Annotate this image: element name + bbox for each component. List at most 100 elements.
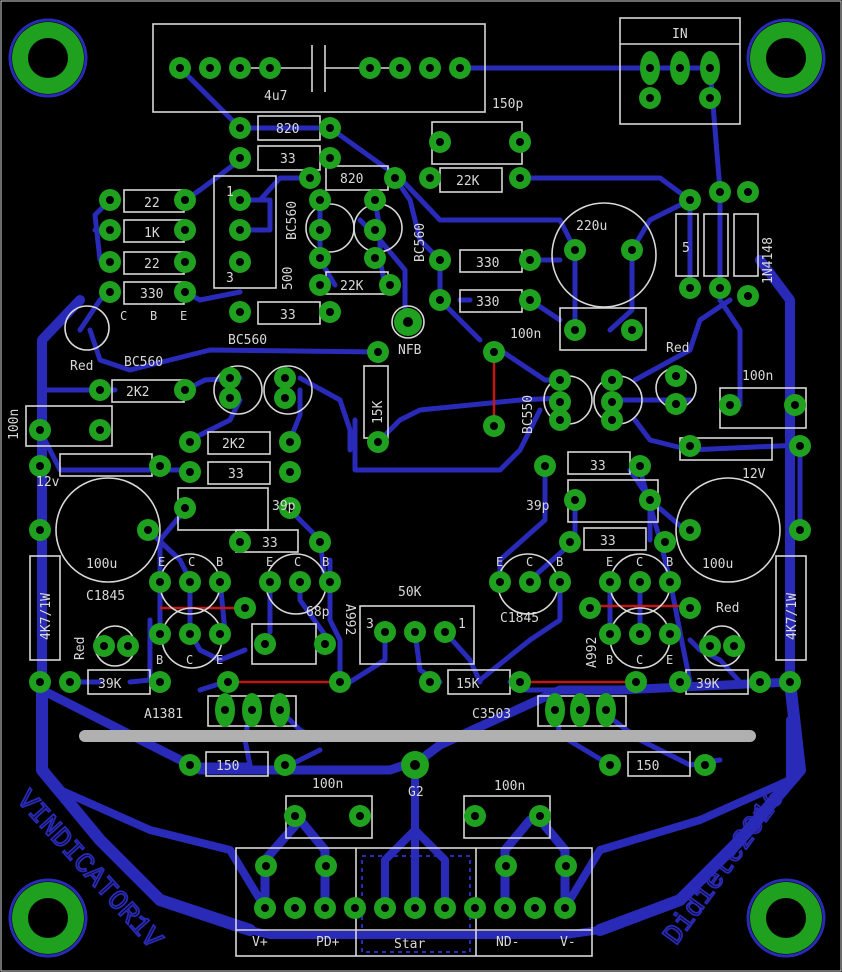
pad-hole: [436, 138, 444, 146]
pad-hole: [286, 438, 294, 446]
label-cap-100u-r: 100u: [702, 557, 733, 572]
pad-hole: [106, 258, 114, 266]
pad-hole: [426, 678, 434, 686]
label-r-33c: 33: [228, 467, 244, 482]
pad-hole: [381, 904, 389, 912]
pad-hole: [286, 468, 294, 476]
label-pin-b: B: [666, 555, 673, 569]
pad-hole: [666, 630, 674, 638]
pad-hole: [672, 372, 680, 380]
label-q-bc560d: BC560: [228, 333, 267, 348]
label-q-c3503: C3503: [472, 707, 511, 722]
label-q-bc560b: BC560: [413, 223, 428, 262]
pad-hole: [100, 642, 108, 650]
pad-hole: [471, 904, 479, 912]
label-cap-220u: 220u: [576, 219, 607, 234]
pad-hole: [176, 64, 184, 72]
pad-hole: [706, 642, 714, 650]
pad-hole: [281, 394, 289, 402]
label-pin-e: E: [666, 653, 673, 667]
label-r-5: 5: [682, 241, 690, 256]
pad-hole: [66, 678, 74, 686]
pad-hole: [411, 904, 419, 912]
pad-hole: [566, 538, 574, 546]
pad-hole: [606, 630, 614, 638]
mounting-hole-bl: [8, 878, 88, 958]
label-r-150-r: 150: [636, 759, 659, 774]
pad-hole: [436, 296, 444, 304]
label-led-red-c: Red: [73, 637, 88, 660]
pad-hole: [261, 904, 269, 912]
label-in: IN: [672, 27, 688, 42]
label-pin-e: E: [216, 653, 223, 667]
pad-hole: [562, 862, 570, 870]
pad-hole: [744, 188, 752, 196]
pad-hole: [221, 706, 229, 714]
label-led-red-d: Red: [716, 601, 739, 616]
pad-hole: [786, 678, 794, 686]
pad-hole: [636, 630, 644, 638]
label-term-pdplus: PD+: [316, 935, 340, 950]
mounting-hole-br: [746, 878, 826, 958]
pad-hole: [526, 256, 534, 264]
pad-hole: [516, 138, 524, 146]
pad-hole: [551, 706, 559, 714]
pad-hole: [124, 642, 132, 650]
pad-hole: [791, 401, 799, 409]
pad-hole: [426, 64, 434, 72]
pad-hole: [306, 174, 314, 182]
pad-hole: [756, 678, 764, 686]
pad-hole: [181, 504, 189, 512]
pad-hole: [322, 862, 330, 870]
pad-hole: [391, 174, 399, 182]
pad-hole: [316, 196, 324, 204]
label-term-ndminus: ND-: [496, 935, 519, 950]
label-r-22b: 22: [144, 257, 160, 272]
label-term-vminus: V-: [560, 935, 576, 950]
label-r-33b: 33: [280, 308, 296, 323]
pad-hole: [730, 642, 738, 650]
label-r-150-l: 150: [216, 759, 239, 774]
label-pin-e: E: [180, 309, 187, 323]
pad-hole: [236, 308, 244, 316]
label-r-330a: 330: [140, 287, 163, 302]
pad-hole: [636, 578, 644, 586]
label-r-1k: 1K: [144, 226, 160, 241]
label-q-a1381: A1381: [144, 707, 183, 722]
pad-hole: [686, 526, 694, 534]
pad-hole: [606, 578, 614, 586]
pad-hole: [96, 386, 104, 394]
pad-hole: [36, 426, 44, 434]
label-cap-100n-a: 100n: [510, 327, 541, 342]
pad-hole: [371, 254, 379, 262]
pad-hole: [490, 348, 498, 356]
label-150p: 150p: [492, 97, 523, 112]
pad-hole: [571, 246, 579, 254]
pad-hole: [144, 526, 152, 534]
label-zener-12v-r: 12V: [742, 467, 766, 482]
pad-hole: [206, 64, 214, 72]
pad-hole: [426, 174, 434, 182]
pad-hole: [236, 196, 244, 204]
pad-hole: [744, 292, 752, 300]
label-pin-c: C: [526, 555, 533, 569]
label-pin-b: B: [150, 309, 157, 323]
pad-hole: [216, 630, 224, 638]
pad-hole: [236, 226, 244, 234]
label-d-1n4148: 1N4148: [761, 237, 776, 284]
pad-hole: [106, 226, 114, 234]
pad-hole: [531, 904, 539, 912]
pad-hole: [686, 604, 694, 612]
pad-hole: [36, 462, 44, 470]
pad-hole: [326, 578, 334, 586]
pad-hole: [586, 604, 594, 612]
pad-hole: [716, 188, 724, 196]
pad-hole: [281, 761, 289, 769]
pad-hole: [156, 462, 164, 470]
label-cap-39p-r: 39p: [526, 499, 550, 514]
mounting-hole-tl: [8, 18, 88, 98]
pad-hole: [261, 640, 269, 648]
pad-hole: [608, 398, 616, 406]
pad-hole: [216, 578, 224, 586]
